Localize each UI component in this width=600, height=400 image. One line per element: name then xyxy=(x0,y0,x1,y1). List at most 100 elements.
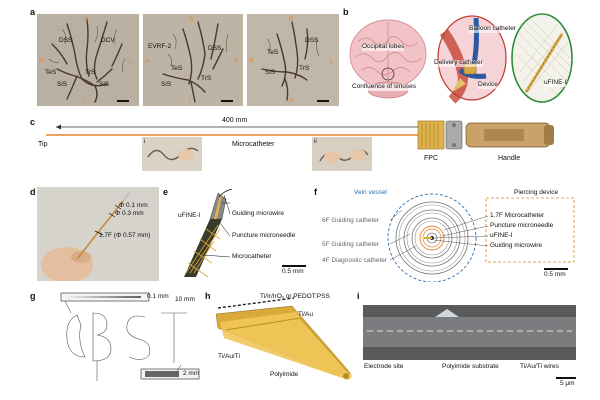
label-device: Device xyxy=(478,81,498,89)
venogram-3-vessels xyxy=(261,21,320,101)
fpc-label: FPC xyxy=(424,155,438,162)
scale-label: 5 μm xyxy=(560,380,575,387)
panel-label-f: f xyxy=(314,187,317,197)
orient-label: S xyxy=(189,16,194,23)
panel-label-d: d xyxy=(30,187,36,197)
scale-label: 10 mm xyxy=(175,296,195,303)
catheter-label: 5F Guiding catheter xyxy=(322,241,380,248)
scale-bar xyxy=(556,377,576,379)
panel-label-e: e xyxy=(163,187,169,197)
venogram-1-vessels xyxy=(48,18,126,103)
length-label: 400 mm xyxy=(222,117,248,124)
bsit-shaped-electrodes xyxy=(60,292,200,381)
microcatheter-photo xyxy=(41,190,132,281)
panel-a-venogram-1: S R L I DSS DCV TeS TrS SiS SiS xyxy=(37,14,139,106)
orient-label: S xyxy=(84,16,89,23)
panel-i-sem-image xyxy=(363,305,576,360)
orient-label: R xyxy=(249,58,254,65)
inset-label: ii xyxy=(314,139,317,145)
orient-label: L xyxy=(330,58,334,65)
panel-label-c: c xyxy=(30,117,36,127)
layer-label: Ti/Au xyxy=(298,311,313,318)
vein-vessel-label: Vein vessel xyxy=(354,189,387,196)
label-puncture-microneedle: Puncture microneedle xyxy=(232,232,296,239)
panel-h-layer-stack: Ti/Ir/IrOₓ or PEDOT:PSS Ti/Au Ti/Au/Ti P… xyxy=(210,292,356,392)
vessel-label: SiS xyxy=(99,81,110,88)
orient-label: P xyxy=(289,16,294,23)
panel-label-i: i xyxy=(357,291,360,301)
label-occipital-lobes: Occipital lobes xyxy=(362,43,405,51)
label-confluence-of-sinuses: Confluence of sinuses xyxy=(352,83,416,91)
vessel-label: EVRF-2 xyxy=(148,43,172,50)
device-overview-diagram xyxy=(46,120,554,150)
tip-schematic xyxy=(184,189,233,278)
panel-c-device-overview: 400 mm Tip Microcatheter FPC Handle i ii xyxy=(36,113,576,177)
vessel-label: DSS xyxy=(208,45,222,52)
orient-label: A xyxy=(289,97,294,104)
dimension-label: Φ 0.1 mm xyxy=(119,202,148,209)
label-polyimide-substrate: Polyimide substrate xyxy=(442,363,499,370)
vessel-label: TrS xyxy=(85,69,96,76)
catheter-cross-section xyxy=(387,193,575,282)
catheter-label: 6F Guiding catheter xyxy=(322,217,380,224)
panel-label-b: b xyxy=(343,7,349,17)
scale-label: 0.5 mm xyxy=(282,268,304,275)
inset-label: i xyxy=(144,139,146,145)
inset-photo-ii: ii xyxy=(312,137,372,171)
scale-bar xyxy=(117,100,129,102)
scale-bar xyxy=(317,100,329,102)
vessel-label: SiS xyxy=(265,69,276,76)
layer-label: Ti/Au/Ti xyxy=(218,353,240,360)
panel-label-g: g xyxy=(30,291,36,301)
label-wires: Ti/Au/Ti wires xyxy=(520,363,559,370)
panel-g-bsit-device: 0.1 mm 10 mm 2 mm xyxy=(37,291,203,394)
device-label: 1.7F Microcatheter xyxy=(490,212,545,219)
piercing-device-title: Piercing device xyxy=(514,189,559,196)
label-ufine-i: uFINE-I xyxy=(544,79,567,87)
scale-bar xyxy=(221,100,233,102)
orient-label: R xyxy=(39,58,44,65)
label-guiding-microwire: Guiding microwire xyxy=(232,210,285,217)
vessel-label: DCV xyxy=(101,37,115,44)
handle-label: Handle xyxy=(498,155,521,162)
label-delivery-catheter: Delivery catheter xyxy=(434,59,483,67)
orient-label: A xyxy=(145,58,150,65)
orient-label: I xyxy=(84,97,86,104)
dimension-label: 1.7F (Φ 0.57 mm) xyxy=(99,232,151,239)
label-ufine-i: uFINE-I xyxy=(178,212,201,219)
label-balloon-catheter: Balloon catheter xyxy=(469,25,516,33)
panel-label-h: h xyxy=(205,291,211,301)
device-label: Puncture microneedle xyxy=(490,222,554,229)
orient-label: P xyxy=(234,58,239,65)
panel-label-a: a xyxy=(30,7,36,17)
scale-bar xyxy=(544,268,568,270)
sem-cross-section xyxy=(363,305,576,360)
vessel-label: TeS xyxy=(171,65,183,72)
device-label: Guiding microwire xyxy=(490,242,543,249)
scale-label: 0.5 mm xyxy=(544,271,566,278)
vessel-label: TeS xyxy=(267,49,279,56)
vessel-label: SiS xyxy=(57,81,68,88)
venogram-2-vessels xyxy=(162,21,229,103)
dimension-label: Φ 0.3 mm xyxy=(115,210,144,217)
catheter-label: 4F Diagnostic catheter xyxy=(322,257,388,264)
dimension-label: 2 mm xyxy=(183,370,200,377)
label-electrode-site: Electrode site xyxy=(364,363,404,370)
vessel-label: DSS xyxy=(305,37,319,44)
vessel-label: DSS xyxy=(59,37,73,44)
panel-f-cross-section: Vein vessel 6F Guiding catheter 5F Guidi… xyxy=(320,186,578,282)
panel-a-venogram-3: P R L A TeS DSS SiS TrS xyxy=(247,14,339,106)
layer-label: Polyimide xyxy=(270,371,299,378)
vessel-label: TeS xyxy=(45,69,57,76)
layer-label: Ti/Ir/IrOₓ or PEDOT:PSS xyxy=(260,293,330,300)
vessel-label: TrS xyxy=(201,75,212,82)
inset-photo-i: i xyxy=(142,137,202,171)
orient-label: I xyxy=(189,97,191,104)
dimension-label: 0.1 mm xyxy=(147,293,169,300)
layer-stack-diagram xyxy=(215,297,352,380)
panel-d-photo: Φ 0.1 mm Φ 0.3 mm 1.7F (Φ 0.57 mm) xyxy=(37,187,159,281)
vessel-label: TrS xyxy=(299,65,310,72)
orient-label: L xyxy=(129,58,133,65)
panel-e-tip-schematic: uFINE-I Guiding microwire Puncture micro… xyxy=(170,189,310,281)
vessel-label: SiS xyxy=(161,81,172,88)
